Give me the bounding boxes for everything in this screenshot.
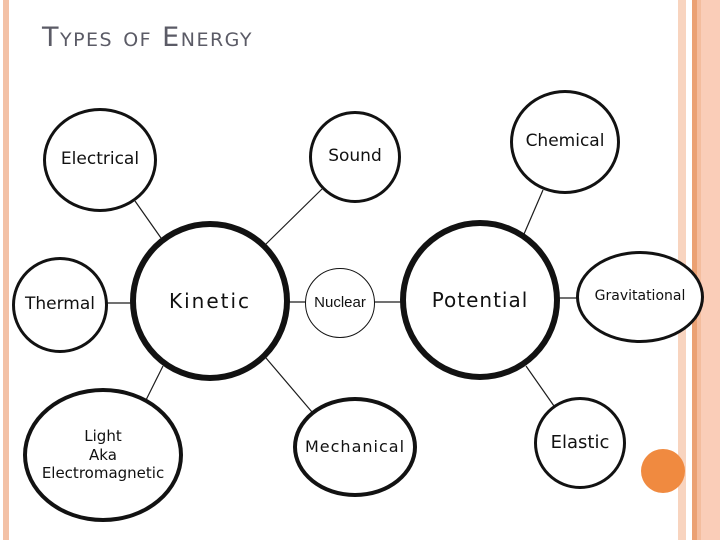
- edge-chemical-potential: [520, 189, 544, 242]
- node-electrical-label: Electrical: [60, 149, 140, 170]
- node-light-line2: Aka: [89, 445, 117, 464]
- orange-dot-decoration: [641, 449, 685, 493]
- node-thermal-label: Thermal: [24, 294, 95, 315]
- node-potential-label: Potential: [431, 287, 529, 312]
- edge-electrical-kinetic: [134, 200, 162, 239]
- edge-sound-kinetic: [265, 188, 323, 245]
- node-light-electromagnetic: Light Aka Electromagnetic: [23, 388, 183, 522]
- node-kinetic: Kinetic: [130, 221, 290, 381]
- node-chemical: Chemical: [510, 90, 620, 194]
- node-gravitational: Gravitational: [576, 251, 704, 343]
- node-elastic: Elastic: [534, 397, 626, 489]
- node-chemical-label: Chemical: [525, 131, 605, 152]
- node-elastic-label: Elastic: [550, 431, 610, 453]
- node-gravitational-label: Gravitational: [594, 288, 686, 305]
- slide-title: Types of Energy: [42, 22, 254, 53]
- left-border-stripe: [3, 0, 9, 540]
- node-mechanical-label: Mechanical: [304, 437, 406, 456]
- right-border-stripe-dark: [692, 0, 697, 540]
- node-nuclear: Nuclear: [305, 268, 375, 338]
- right-border-stripe-mid: [697, 0, 701, 540]
- edge-kinetic-light: [145, 365, 164, 401]
- node-mechanical: Mechanical: [293, 397, 417, 497]
- node-potential: Potential: [400, 220, 560, 380]
- edge-kinetic-mechanical: [265, 357, 313, 413]
- node-light-line3: Electromagnetic: [41, 464, 165, 483]
- node-kinetic-label: Kinetic: [168, 288, 252, 313]
- right-border-stripe-wide: [701, 0, 720, 540]
- node-light-line1: Light: [84, 426, 122, 445]
- node-electrical: Electrical: [43, 108, 157, 212]
- edge-potential-elastic: [525, 365, 555, 407]
- node-thermal: Thermal: [12, 257, 108, 353]
- node-sound-label: Sound: [328, 146, 382, 167]
- node-nuclear-label: Nuclear: [314, 293, 366, 311]
- node-sound: Sound: [309, 111, 401, 203]
